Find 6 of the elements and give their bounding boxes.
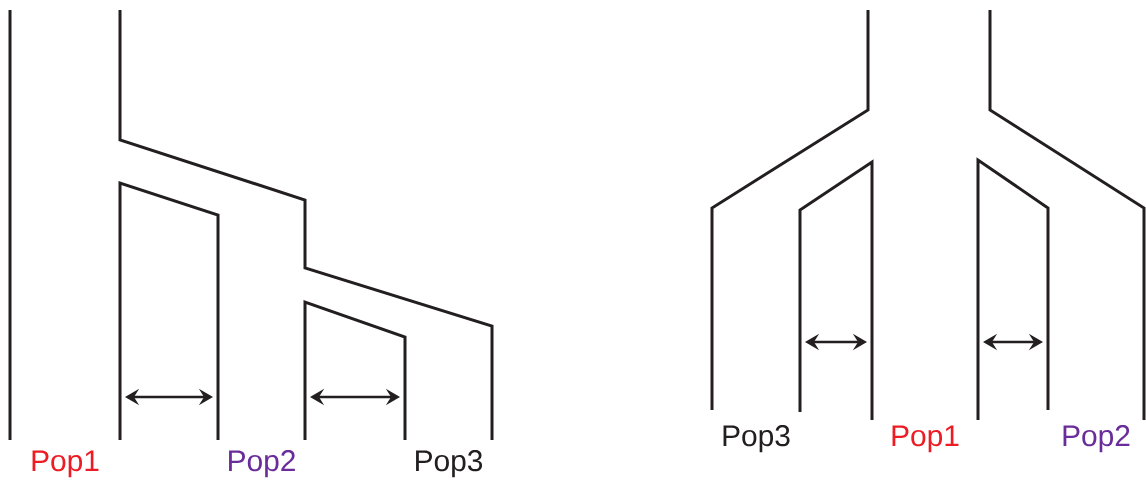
- population-branch: Pop3: [403, 358, 494, 478]
- population-branch: Pop2: [216, 358, 307, 478]
- population-branch: Pop1: [870, 298, 980, 453]
- population-branch: Pop2: [1046, 298, 1146, 453]
- population-branch: Pop1: [8, 358, 122, 478]
- population-branch: Pop3: [710, 298, 802, 453]
